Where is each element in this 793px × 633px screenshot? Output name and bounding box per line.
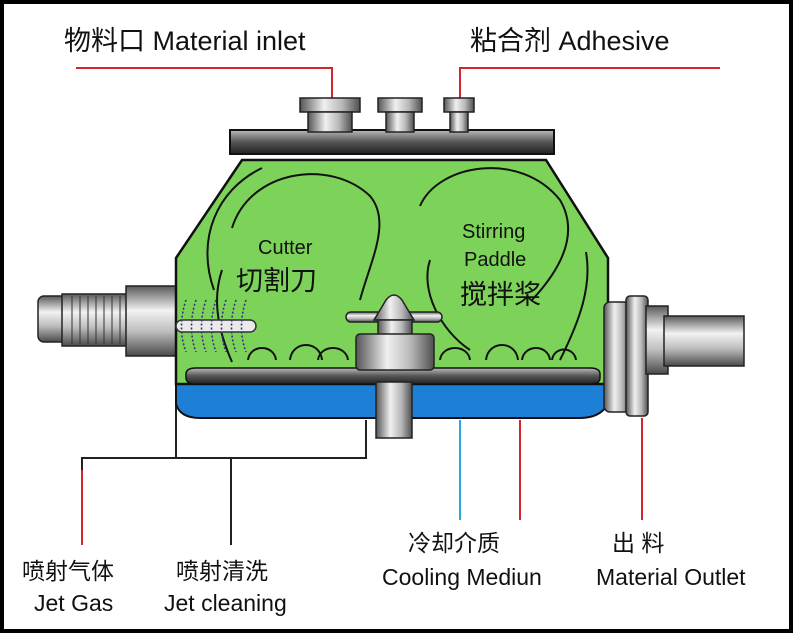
leader-jet-gas — [81, 380, 177, 545]
outlet-pipe-icon — [603, 295, 745, 417]
vessel-lid — [229, 129, 555, 155]
label-cutter-en: Cutter — [258, 237, 313, 259]
label-outlet-cn: 出 料 — [612, 530, 665, 556]
leader-lines — [76, 67, 720, 545]
label-stirring-cn: 搅拌桨 — [460, 280, 541, 310]
leader-material-inlet — [76, 67, 333, 98]
label-stirring-en-1: Stirring — [462, 221, 526, 243]
inlet-ports — [299, 97, 475, 133]
label-jet-cleaning-cn: 喷射清洗 — [176, 558, 268, 584]
motor-icon — [37, 285, 177, 357]
label-material-inlet: 物料口 Material inlet — [64, 26, 306, 56]
label-cooling-cn: 冷却介质 — [408, 530, 500, 556]
label-cooling-en: Cooling Mediun — [382, 564, 542, 590]
label-jet-gas-cn: 喷射气体 — [22, 558, 114, 584]
leader-adhesive — [459, 67, 720, 98]
bottom-plate — [185, 367, 601, 385]
paddle-hub-icon — [345, 294, 443, 439]
label-outlet-en: Material Outlet — [596, 564, 746, 590]
label-jet-cleaning-en: Jet cleaning — [164, 590, 287, 616]
label-adhesive: 粘合剂 Adhesive — [470, 26, 670, 56]
leader-jet-cleaning — [176, 420, 367, 459]
cutter-brush-icon — [175, 299, 257, 353]
label-stirring-en-2: Paddle — [464, 249, 527, 271]
flow-swirls — [206, 167, 589, 363]
label-jet-gas-en: Jet Gas — [34, 590, 114, 616]
label-cutter-cn: 切割刀 — [236, 266, 317, 296]
